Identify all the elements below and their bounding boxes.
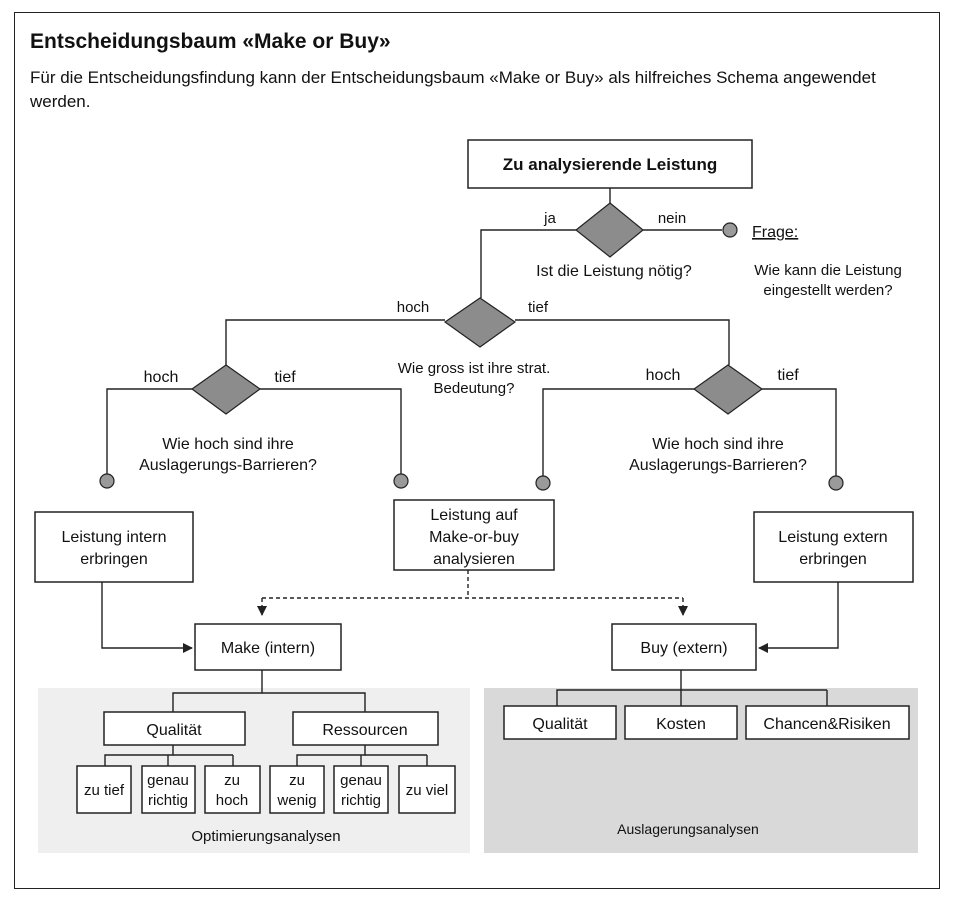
make-leaf-label: zu	[289, 772, 305, 789]
make-criterion-label: Qualität	[146, 722, 202, 739]
decision-q3-right	[692, 364, 764, 415]
q1-no-label: nein	[658, 210, 686, 227]
endpoint-right-high	[535, 475, 551, 491]
make-leaf-box	[141, 765, 196, 814]
root-label: Zu analysierende Leistung	[503, 155, 717, 174]
buy-criterion-box	[624, 705, 738, 740]
make-leaf-box	[76, 765, 132, 814]
buy-criterion-label: Qualität	[532, 716, 588, 733]
endpoint-left-low	[393, 473, 409, 489]
box-extern-line1: Leistung extern	[778, 529, 887, 546]
box-intern	[34, 511, 194, 583]
box-extern	[753, 511, 914, 583]
decision-q3-left	[190, 364, 262, 415]
root-box	[467, 139, 753, 189]
endpoint-frage	[722, 222, 738, 238]
make-leaf-label: zu	[224, 772, 240, 789]
q1-yes-label: ja	[543, 210, 556, 227]
box-analyse	[393, 499, 555, 571]
make-label: Make (intern)	[221, 640, 315, 657]
make-leaf-label: zu tief	[84, 782, 125, 799]
make-criterion-box	[103, 711, 246, 746]
box-analyse-line2: Make-or-buy	[429, 529, 519, 546]
make-leaf-label: genau	[147, 772, 189, 789]
decision-q1	[575, 202, 644, 258]
box-extern-line2: erbringen	[799, 551, 867, 568]
frage-label: Frage:	[752, 224, 798, 241]
q3-left-low: tief	[274, 369, 296, 386]
make-leaf-label: wenig	[276, 792, 316, 809]
q2-line1: Wie gross ist ihre strat.	[398, 360, 551, 377]
panel-right-label: Auslagerungsanalysen	[617, 821, 759, 837]
figure-frame	[14, 12, 940, 889]
q3-left-high: hoch	[144, 369, 179, 386]
make-leaf-label: hoch	[216, 792, 249, 809]
box-intern-line2: erbringen	[80, 551, 148, 568]
make-criterion-label: Ressourcen	[322, 722, 407, 739]
intro-text: Für die Entscheidungsfindung kann der En…	[30, 68, 876, 111]
make-leaf-box	[269, 765, 325, 814]
frage-line2: eingestellt werden?	[763, 282, 892, 299]
q2-line2: Bedeutung?	[434, 380, 515, 397]
frage-line1: Wie kann die Leistung	[754, 262, 902, 279]
buy-criterion-label: Kosten	[656, 716, 706, 733]
q3-left-line2: Auslagerungs-Barrieren?	[139, 457, 317, 474]
buy-criterion-box	[503, 705, 617, 740]
buy-criterion-label: Chancen&Risiken	[763, 716, 890, 733]
panel-left-label: Optimierungsanalysen	[191, 828, 340, 845]
make-leaf-label: zu viel	[406, 782, 449, 799]
q3-right-line2: Auslagerungs-Barrieren?	[629, 457, 807, 474]
decision-q2	[443, 297, 517, 348]
make-criterion-box	[292, 711, 439, 746]
figure-title: Entscheidungsbaum «Make or Buy»	[30, 30, 391, 53]
q3-right-low: tief	[777, 367, 799, 384]
make-leaf-label: genau	[340, 772, 382, 789]
box-analyse-line3: analysieren	[433, 551, 515, 568]
make-leaf-box	[398, 765, 456, 814]
box-analyse-line1: Leistung auf	[430, 507, 518, 524]
q3-left-line1: Wie hoch sind ihre	[162, 436, 294, 453]
make-leaf-box	[333, 765, 389, 814]
connectors	[101, 188, 839, 766]
buy-label: Buy (extern)	[640, 640, 727, 657]
q2-low-label: tief	[528, 299, 549, 316]
make-box	[194, 623, 342, 671]
q2-high-label: hoch	[397, 299, 430, 316]
endpoint-left-high	[99, 473, 115, 489]
make-leaf-label: richtig	[341, 792, 381, 809]
endpoint-right-low	[828, 475, 844, 491]
q3-right-line1: Wie hoch sind ihre	[652, 436, 784, 453]
q1-question: Ist die Leistung nötig?	[536, 263, 692, 280]
make-leaf-box	[204, 765, 261, 814]
q3-right-high: hoch	[646, 367, 681, 384]
buy-box	[611, 623, 757, 671]
make-leaf-label: richtig	[148, 792, 188, 809]
box-intern-line1: Leistung intern	[62, 529, 167, 546]
buy-criterion-box	[745, 705, 910, 740]
